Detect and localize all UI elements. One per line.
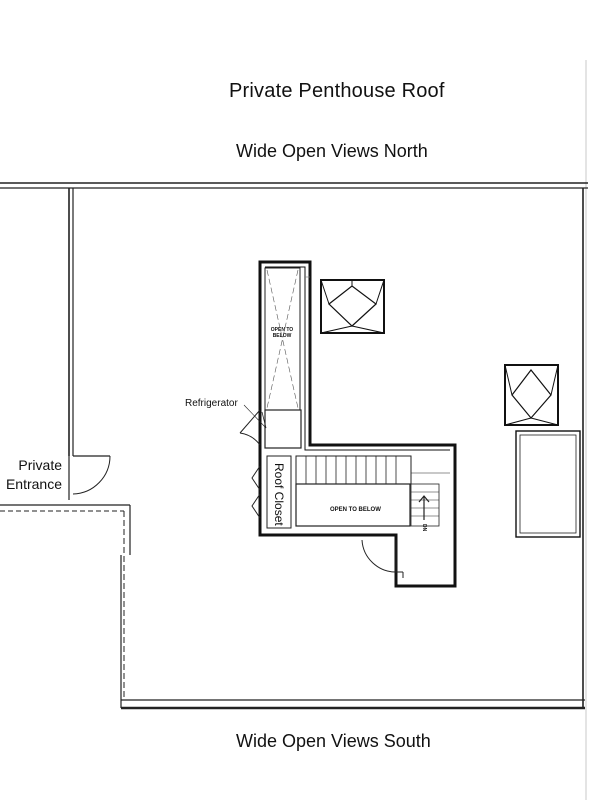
open-to-below-shaft-label: OPEN TO BELOW: [270, 327, 294, 339]
skylight-center: [320, 279, 385, 334]
west-partition-upper: [68, 188, 74, 456]
private-entrance-label: Private Entrance: [5, 457, 62, 492]
north-wall: [0, 182, 588, 189]
central-core: [239, 260, 457, 588]
refrigerator-label: Refrigerator: [185, 398, 238, 409]
south-views-label: Wide Open Views South: [236, 731, 431, 751]
east-platform: [515, 430, 581, 538]
entrance-door: [68, 455, 111, 500]
stair-down-label: DN: [421, 524, 427, 532]
south-wall: [121, 699, 585, 710]
skylight-east: [504, 364, 559, 426]
roof-closet-label: Roof Closet: [272, 462, 286, 526]
north-views-label: Wide Open Views North: [236, 141, 428, 161]
west-wall-lower: [0, 504, 131, 708]
open-to-below-stair-label: OPEN TO BELOW: [330, 507, 381, 513]
plan-title: Private Penthouse Roof: [229, 80, 445, 102]
